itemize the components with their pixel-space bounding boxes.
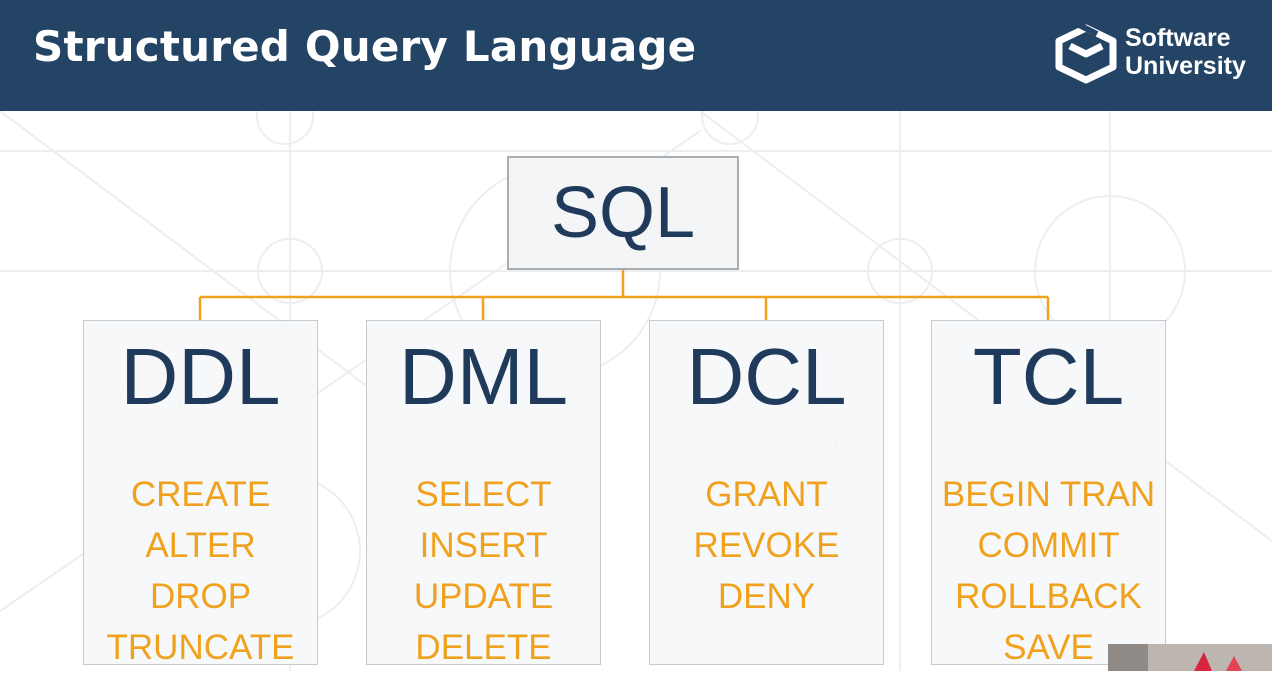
command-item: ALTER xyxy=(145,526,256,565)
dml-box: DML SELECT INSERT UPDATE DELETE xyxy=(366,320,601,667)
command-item: BEGIN TRAN xyxy=(941,475,1156,514)
command-item: UPDATE xyxy=(413,577,554,616)
dcl-box: DCL GRANT REVOKE DENY xyxy=(649,320,884,665)
command-item: DELETE xyxy=(415,628,552,667)
software-university-logo: Software University xyxy=(1053,22,1258,86)
command-item: GRANT xyxy=(705,475,828,514)
dcl-title: DCL xyxy=(686,332,847,421)
command-item: SELECT xyxy=(415,475,552,514)
tcl-title: TCL xyxy=(972,332,1125,421)
command-item: REVOKE xyxy=(693,526,840,565)
video-thumbnail-image xyxy=(1108,644,1272,671)
presenter-video-thumbnail xyxy=(1108,644,1272,671)
logo-line-2: University xyxy=(1125,52,1246,80)
softuni-cube-logo-icon xyxy=(1055,22,1117,84)
dml-commands: SELECT INSERT UPDATE DELETE xyxy=(367,469,600,673)
logo-wordmark: Software University xyxy=(1125,24,1246,80)
command-item: CREATE xyxy=(130,475,271,514)
tcl-box: TCL BEGIN TRAN COMMIT ROLLBACK SAVE xyxy=(931,320,1166,667)
command-item: COMMIT xyxy=(977,526,1120,565)
dml-title: DML xyxy=(399,332,568,421)
ddl-box: DDL CREATE ALTER DROP TRUNCATE xyxy=(83,320,318,667)
ddl-commands: CREATE ALTER DROP TRUNCATE xyxy=(84,469,317,673)
ddl-title: DDL xyxy=(120,332,281,421)
logo-line-1: Software xyxy=(1125,24,1231,52)
command-item: TRUNCATE xyxy=(106,628,295,667)
sql-root-box: SQL xyxy=(507,156,739,270)
command-item: DROP xyxy=(149,577,252,616)
command-item: ROLLBACK xyxy=(955,577,1142,616)
dcl-commands: GRANT REVOKE DENY xyxy=(650,469,883,622)
sql-root-label: SQL xyxy=(550,173,696,253)
slide-title: Structured Query Language xyxy=(33,22,697,71)
slide-header: Structured Query Language Software Unive… xyxy=(0,0,1272,111)
command-item: INSERT xyxy=(419,526,548,565)
command-item: DENY xyxy=(717,577,816,616)
tcl-commands: BEGIN TRAN COMMIT ROLLBACK SAVE xyxy=(932,469,1165,673)
command-item: SAVE xyxy=(1003,628,1094,667)
